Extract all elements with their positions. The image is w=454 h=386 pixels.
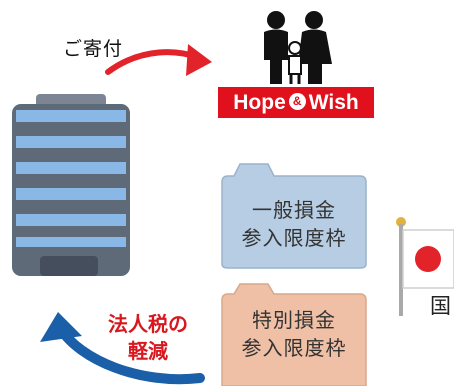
family-icon <box>264 11 332 84</box>
general-folder-line2: 参入限度枠 <box>241 226 347 250</box>
logo-text-right: Wish <box>308 91 359 114</box>
company-building-icon <box>12 94 130 276</box>
tax-reduction-line1: 法人税の <box>108 312 188 336</box>
donation-label: ご寄付 <box>63 38 124 60</box>
general-deduction-folder: 一般損金 参入限度枠 <box>220 160 368 270</box>
pink-folder-icon <box>221 283 367 386</box>
special-folder-line1: 特別損金 <box>252 308 336 332</box>
country-label: 国 <box>430 294 451 318</box>
special-folder-line2: 参入限度枠 <box>241 336 347 360</box>
special-folder-label: 特別損金 参入限度枠 <box>220 306 368 362</box>
general-folder-label: 一般損金 参入限度枠 <box>220 196 368 252</box>
logo-ampersand: & <box>288 92 306 110</box>
logo-text-left: Hope <box>233 91 286 114</box>
tax-reduction-line2: 軽減 <box>128 339 168 363</box>
hope-wish-logo: Hope&Wish <box>218 87 374 118</box>
tax-reduction-label: 法人税の 軽減 <box>88 311 208 365</box>
blue-folder-icon <box>221 163 367 269</box>
special-deduction-folder: 特別損金 参入限度枠 <box>220 280 368 386</box>
japan-flag-icon <box>396 217 454 316</box>
general-folder-line1: 一般損金 <box>252 198 336 222</box>
